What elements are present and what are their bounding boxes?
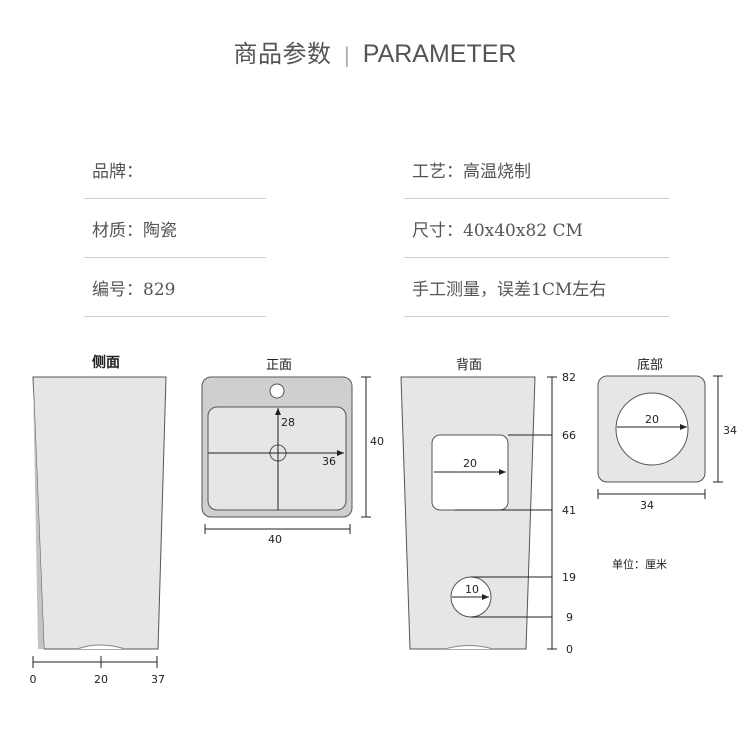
side-drain-arc [76, 644, 126, 650]
bottom-label-34-h: 34 [640, 499, 654, 512]
front-label-36: 36 [322, 455, 336, 468]
bottom-label-20: 20 [645, 413, 659, 426]
back-tick-0: 0 [566, 643, 573, 656]
side-label-0: 0 [30, 673, 37, 686]
param-model: 编号：829 [84, 258, 266, 317]
front-faucet-hole [269, 383, 285, 399]
back-label-20: 20 [463, 457, 477, 470]
side-view: 侧面 0 20 37 [30, 354, 167, 686]
back-view: 背面 20 10 82 66 41 19 9 0 [400, 358, 576, 656]
param-process: 工艺：高温烧制 [404, 140, 669, 199]
title-separator: | [343, 43, 351, 67]
side-shadow [33, 377, 44, 649]
bottom-view-label: 底部 [637, 357, 663, 373]
bottom-hole [615, 392, 689, 466]
back-tick-41: 41 [562, 504, 576, 517]
front-label-40-v: 40 [370, 435, 384, 448]
back-view-label: 背面 [456, 358, 482, 373]
page-header: 商品参数 | PARAMETER [0, 34, 750, 69]
back-tick-66: 66 [562, 429, 576, 442]
back-tick-19: 19 [562, 571, 576, 584]
back-tick-82: 82 [562, 371, 576, 384]
front-basin [207, 406, 347, 511]
unit-label: 单位：厘米 [612, 557, 667, 571]
back-drain-arc [444, 645, 494, 650]
param-material: 材质：陶瓷 [84, 199, 266, 258]
front-label-28: 28 [281, 416, 295, 429]
front-view-label: 正面 [266, 358, 292, 373]
dimension-diagrams: 侧面 0 20 37 正面 28 36 40 40 背面 [30, 354, 738, 686]
side-label-37: 37 [151, 673, 165, 686]
side-view-label: 侧面 [92, 354, 120, 371]
front-label-40-h: 40 [268, 533, 282, 546]
params-left: 品牌： 材质：陶瓷 编号：829 [84, 140, 266, 317]
param-size: 尺寸：40x40x82 CM [404, 199, 669, 258]
side-body [32, 376, 167, 650]
param-brand: 品牌： [84, 140, 266, 199]
back-label-10: 10 [465, 583, 479, 596]
bottom-label-34-v: 34 [723, 424, 737, 437]
params-right: 工艺：高温烧制 尺寸：40x40x82 CM 手工测量，误差1CM左右 [404, 140, 669, 317]
front-view: 正面 28 36 40 40 [201, 358, 384, 546]
bottom-view: 底部 20 34 34 [597, 357, 737, 512]
title-en: PARAMETER [362, 40, 517, 68]
side-label-20: 20 [94, 673, 108, 686]
back-tick-9: 9 [566, 611, 573, 624]
title-cn: 商品参数 [233, 40, 332, 68]
param-note: 手工测量，误差1CM左右 [404, 258, 669, 317]
